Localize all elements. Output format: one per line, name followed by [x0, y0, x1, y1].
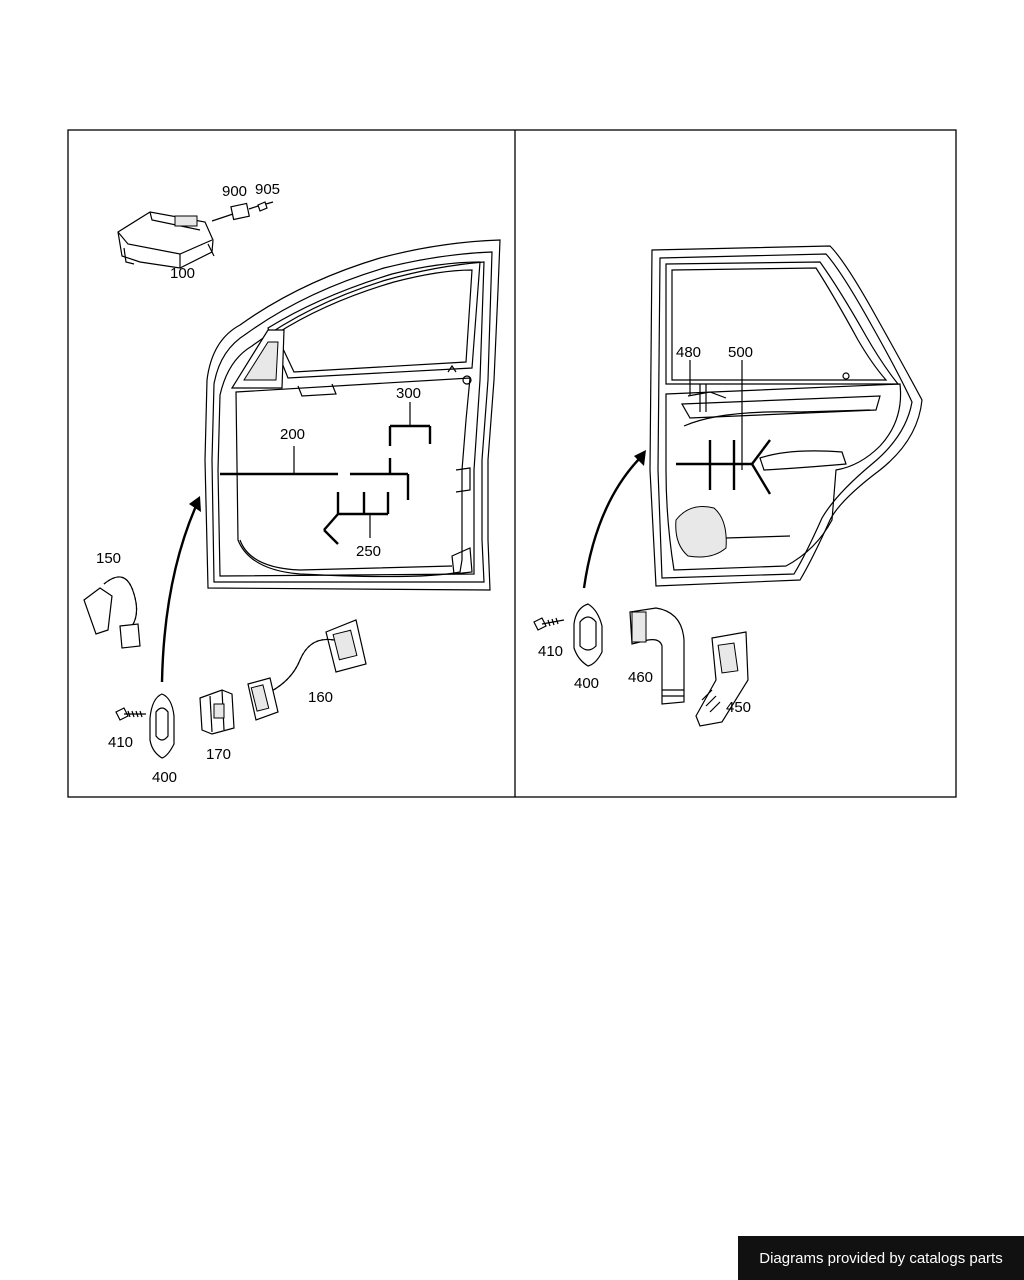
harness-lines-front: [220, 402, 432, 545]
label-410-right: 410: [538, 643, 563, 660]
grommet-400-right: [573, 603, 603, 667]
left-panel: 100 900 905 200 300 250 150 160 170 410 …: [83, 181, 501, 786]
screw-410-left: [115, 707, 146, 721]
boot-450: [695, 631, 749, 727]
label-900: 900: [222, 183, 247, 200]
grommet-400-left: [149, 693, 175, 759]
front-door-outline: [204, 239, 501, 591]
elbow-460: [629, 607, 685, 705]
screw-410-right: [533, 617, 565, 631]
label-400-left: 400: [152, 769, 177, 786]
grommet-hose-160: [247, 619, 367, 721]
harness-lines-rear: [676, 360, 772, 495]
attribution-footer: Diagrams provided by catalogs parts: [738, 1236, 1024, 1280]
control-module-100: [117, 211, 215, 269]
label-450: 450: [726, 699, 751, 716]
label-400-right: 400: [574, 675, 599, 692]
hose-150: [83, 576, 141, 649]
label-250: 250: [356, 543, 381, 560]
label-300: 300: [396, 385, 421, 402]
label-170: 170: [206, 746, 231, 763]
connector-900: [211, 202, 250, 222]
arrow-right-head: [634, 450, 646, 466]
arrow-right: [582, 457, 641, 589]
label-100: 100: [170, 265, 195, 282]
connector-170: [199, 689, 235, 735]
rear-door-outline: [649, 245, 923, 587]
label-905: 905: [255, 181, 280, 198]
label-160: 160: [308, 689, 333, 706]
label-460: 460: [628, 669, 653, 686]
label-410-left: 410: [108, 734, 133, 751]
right-panel: 480 500 410 400 460 450: [533, 245, 923, 727]
label-500: 500: [728, 344, 753, 361]
bulb-905: [248, 201, 274, 212]
arrow-left: [160, 505, 198, 683]
label-150: 150: [96, 550, 121, 567]
diagram-frame: [67, 129, 957, 798]
arrow-left-head: [189, 496, 201, 512]
attribution-text: Diagrams provided by catalogs parts: [759, 1249, 1003, 1267]
label-480: 480: [676, 344, 701, 361]
label-200: 200: [280, 426, 305, 443]
